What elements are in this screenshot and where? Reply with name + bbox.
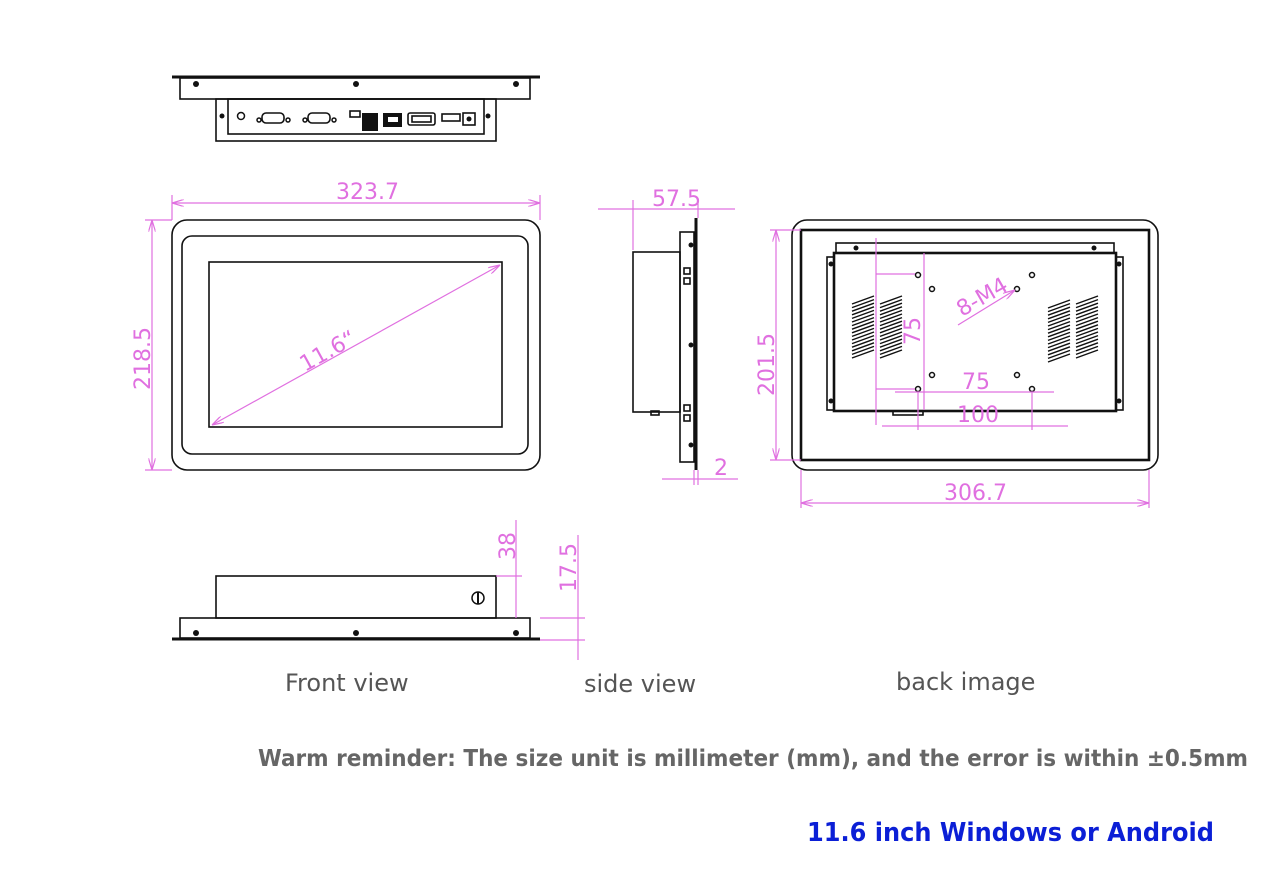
vent-slot bbox=[1047, 353, 1071, 363]
vent-slot bbox=[1075, 331, 1099, 341]
vent-slot bbox=[879, 338, 903, 348]
vent-slot bbox=[879, 349, 903, 359]
screw-spec-label: 8-M4 bbox=[953, 273, 1013, 322]
vent-slot bbox=[1047, 349, 1071, 360]
vent-slot bbox=[879, 316, 903, 327]
vent-slot bbox=[851, 298, 875, 309]
side-depth-label: 57.5 bbox=[652, 187, 701, 212]
serial-port-icon bbox=[256, 112, 291, 124]
vent-slot bbox=[851, 334, 875, 345]
vent-slot bbox=[851, 306, 875, 316]
vent-slot bbox=[851, 313, 875, 323]
vent-slot bbox=[879, 295, 903, 305]
vent-slot bbox=[879, 331, 903, 341]
product-title: 11.6 inch Windows or Android bbox=[807, 818, 1214, 848]
vent-slot bbox=[1047, 324, 1071, 334]
vent-slot bbox=[851, 345, 875, 356]
vent-slot bbox=[1075, 349, 1099, 359]
bottom-17-5-label: 17.5 bbox=[557, 543, 582, 592]
vent-slot bbox=[851, 302, 875, 312]
vent-slot bbox=[851, 338, 875, 348]
vent-slot bbox=[1047, 317, 1071, 327]
vent-slot bbox=[879, 313, 903, 323]
vent-slot bbox=[851, 309, 875, 320]
vent-slot bbox=[851, 342, 875, 352]
vent-slot bbox=[851, 295, 875, 305]
vent-slot bbox=[851, 320, 875, 330]
vent-slot bbox=[879, 345, 903, 356]
vent-slot bbox=[1047, 335, 1071, 345]
vent-slot bbox=[851, 327, 875, 338]
serial-port-icon bbox=[302, 112, 337, 124]
vent-slot bbox=[1047, 310, 1071, 320]
vesa-75-horizontal-label: 75 bbox=[962, 370, 990, 395]
front-height-label: 218.5 bbox=[131, 327, 156, 390]
side-view-caption: side view bbox=[584, 670, 696, 698]
vent-slot bbox=[1075, 338, 1099, 348]
side-bezel-label: 2 bbox=[714, 456, 728, 481]
vent-slot bbox=[1075, 316, 1099, 327]
back-width-label: 306.7 bbox=[944, 481, 1007, 506]
vent-slot bbox=[851, 349, 875, 359]
vent-slot bbox=[1047, 346, 1071, 356]
vent-slot bbox=[1047, 302, 1071, 313]
vent-slot bbox=[1047, 342, 1071, 352]
vent-slot bbox=[1047, 313, 1071, 324]
vent-slots bbox=[851, 295, 1099, 363]
vent-slot bbox=[879, 327, 903, 338]
vesa-100-label: 100 bbox=[957, 403, 999, 428]
vent-slot bbox=[879, 302, 903, 312]
vent-slot bbox=[851, 331, 875, 341]
vent-slot bbox=[879, 324, 903, 334]
vent-slot bbox=[1075, 306, 1099, 316]
top-view bbox=[172, 75, 540, 142]
back-height-label: 201.5 bbox=[755, 333, 780, 396]
vent-slot bbox=[879, 298, 903, 309]
vent-slot bbox=[1047, 306, 1071, 316]
vent-slot bbox=[1075, 342, 1099, 352]
vent-slot bbox=[879, 306, 903, 316]
vent-slot bbox=[1047, 299, 1071, 309]
vent-slot bbox=[1075, 295, 1099, 305]
vent-slot bbox=[1047, 338, 1071, 349]
vent-slot bbox=[1075, 324, 1099, 334]
vent-slot bbox=[1075, 309, 1099, 320]
vent-slot bbox=[1075, 345, 1099, 356]
vent-slot bbox=[879, 309, 903, 320]
vent-slot bbox=[879, 320, 903, 330]
vent-slot bbox=[851, 316, 875, 327]
vga-port-icon bbox=[407, 112, 436, 126]
vent-slot bbox=[1047, 320, 1071, 331]
front-width-label: 323.7 bbox=[336, 180, 399, 205]
bottom-view: 38 17.5 bbox=[172, 520, 585, 660]
vent-slot bbox=[879, 342, 903, 352]
vent-slot bbox=[1075, 298, 1099, 309]
vent-slot bbox=[879, 334, 903, 345]
back-view: 75 8-M4 75 100 201.5 306.7 bbox=[755, 219, 1159, 508]
vent-slot bbox=[1075, 302, 1099, 312]
bottom-38-label: 38 bbox=[496, 532, 521, 560]
side-view: 57.5 2 bbox=[598, 187, 738, 485]
vent-slot bbox=[1075, 327, 1099, 338]
back-image-caption: back image bbox=[896, 668, 1035, 696]
warm-reminder: Warm reminder: The size unit is millimet… bbox=[258, 746, 1248, 772]
front-view-caption: Front view bbox=[285, 669, 409, 697]
vesa-75-vertical-label: 75 bbox=[901, 317, 926, 345]
vent-slot bbox=[1075, 334, 1099, 345]
vent-slot bbox=[1047, 331, 1071, 342]
diagonal-label: 11.6“ bbox=[296, 326, 361, 377]
vent-slot bbox=[851, 324, 875, 334]
vent-slot bbox=[1075, 313, 1099, 323]
vent-slot bbox=[1047, 328, 1071, 338]
vent-slot bbox=[1075, 320, 1099, 330]
front-view: 11.6“ 323.7 218.5 bbox=[131, 180, 541, 471]
